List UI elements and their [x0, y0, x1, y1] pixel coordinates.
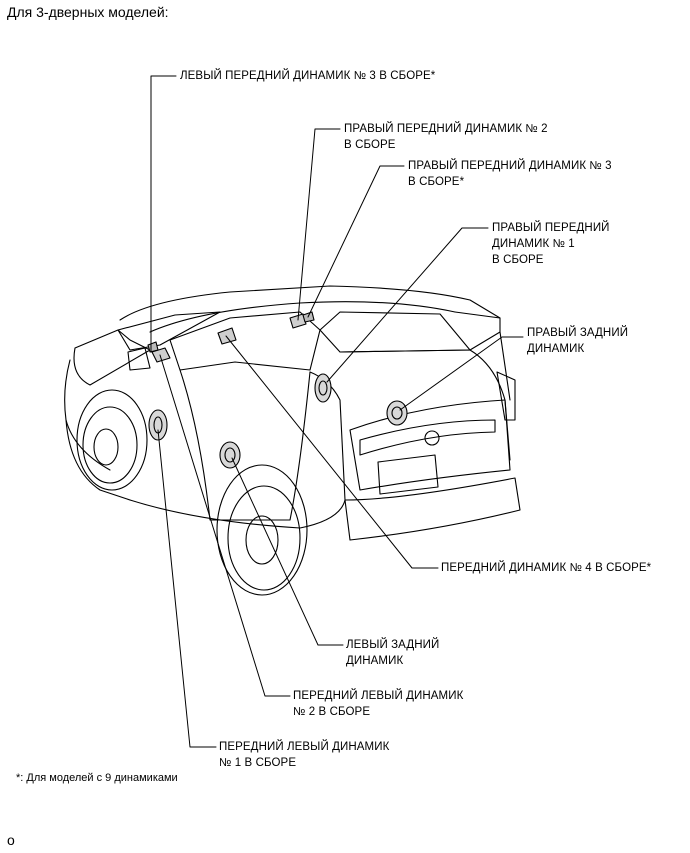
callout-line: ПЕРЕДНИЙ ДИНАМИК № 4 В СБОРЕ* — [441, 562, 652, 574]
speaker-right-front-1-cone — [318, 380, 328, 396]
speaker-front-4 — [217, 327, 237, 345]
front-bumper — [65, 419, 111, 471]
mirror — [127, 347, 151, 371]
door-line — [179, 369, 311, 521]
page-heading: Для 3-дверных моделей: — [7, 4, 169, 20]
leader-front-left-2 — [159, 354, 291, 697]
leader-right-front-1 — [326, 227, 489, 383]
callout-line: ЛЕВЫЙ ПЕРЕДНИЙ ДИНАМИК № 3 В СБОРЕ* — [180, 70, 436, 82]
rear-wheel-tire — [227, 485, 301, 591]
callout-front-4: ПЕРЕДНИЙ ДИНАМИК № 4 В СБОРЕ* — [441, 560, 651, 576]
rear-quarter — [339, 349, 511, 461]
callout-line: В СБОРЕ — [344, 139, 396, 151]
front-wheel-arch — [76, 389, 148, 491]
rear-pillar — [469, 331, 511, 401]
leader-front-left-1 — [157, 429, 217, 748]
callout-line: В СБОРЕ* — [408, 176, 465, 188]
rear-wheel-hub — [245, 515, 279, 565]
callout-line: ПРАВЫЙ ЗАДНИЙ — [527, 327, 629, 339]
callout-line: ПЕРЕДНИЙ ЛЕВЫЙ ДИНАМИК — [219, 741, 390, 753]
license-plate-recess — [377, 454, 439, 495]
callout-line: ДИНАМИК — [346, 655, 404, 667]
callout-front-left-2: ПЕРЕДНИЙ ЛЕВЫЙ ДИНАМИК № 2 В СБОРЕ — [293, 688, 463, 720]
speaker-front-left-3 — [147, 341, 159, 353]
roof-outline — [119, 285, 501, 321]
wheels — [76, 389, 308, 596]
speaker-left-rear — [219, 441, 241, 469]
rear-bumper — [344, 477, 521, 541]
callout-line: ДИНАМИК — [527, 343, 585, 355]
roof-rear-edge — [454, 311, 501, 333]
callout-line: ПЕРЕДНИЙ ЛЕВЫЙ ДИНАМИК — [293, 690, 464, 702]
speaker-front-left-1 — [148, 409, 168, 441]
callout-right-front-2: ПРАВЫЙ ПЕРЕДНИЙ ДИНАМИК № 2 В СБОРЕ — [344, 121, 548, 153]
callout-line: № 2 В СБОРЕ — [293, 706, 371, 718]
corner-mark: o — [7, 832, 15, 848]
leader-right-front-2 — [297, 128, 341, 321]
speakers — [147, 311, 408, 469]
callout-left-rear: ЛЕВЫЙ ЗАДНИЙ ДИНАМИК — [346, 637, 439, 669]
leader-right-front-3 — [307, 165, 405, 318]
leader-lines — [150, 75, 524, 748]
side-window-front — [169, 311, 321, 371]
callout-line: № 1 В СБОРЕ — [219, 757, 297, 769]
side-window-rear — [319, 311, 471, 353]
callout-line: ЛЕВЫЙ ЗАДНИЙ — [346, 639, 440, 651]
footnote: *: Для моделей с 9 динамиками — [16, 772, 178, 784]
callout-right-front-1: ПРАВЫЙ ПЕРЕДНИЙ ДИНАМИК № 1 В СБОРЕ — [492, 220, 610, 268]
leader-left-front-3 — [150, 75, 177, 353]
leader-left-rear — [231, 457, 344, 646]
speaker-right-rear — [386, 400, 408, 426]
rear-lamp — [496, 371, 516, 421]
callout-line: ПРАВЫЙ ПЕРЕДНИЙ — [492, 222, 610, 234]
callout-line: ПРАВЫЙ ПЕРЕДНИЙ ДИНАМИК № 2 — [344, 123, 548, 135]
speaker-front-left-2 — [151, 347, 171, 363]
rocker-panel — [129, 499, 301, 529]
leader-front-4 — [225, 335, 439, 569]
callout-front-left-1: ПЕРЕДНИЙ ЛЕВЫЙ ДИНАМИК № 1 В СБОРЕ — [219, 739, 389, 771]
callout-line: ДИНАМИК № 1 — [492, 238, 575, 250]
callout-line: В СБОРЕ — [492, 254, 544, 266]
front-wheel-hub — [93, 428, 119, 466]
rear-wheel-arch — [216, 464, 308, 596]
callout-right-front-3: ПРАВЫЙ ПЕРЕДНИЙ ДИНАМИК № 3 В СБОРЕ* — [408, 158, 612, 190]
speaker-right-front-1 — [314, 373, 332, 403]
vehicle-outline — [64, 285, 521, 541]
callout-left-front-3: ЛЕВЫЙ ПЕРЕДНИЙ ДИНАМИК № 3 В СБОРЕ* — [180, 68, 435, 84]
tailgate-handle — [359, 419, 496, 456]
callout-line: ПРАВЫЙ ПЕРЕДНИЙ ДИНАМИК № 3 — [408, 160, 612, 172]
speaker-right-rear-cone — [391, 406, 403, 420]
front-fender — [64, 359, 131, 501]
windshield — [117, 311, 221, 351]
front-wheel-tire — [82, 406, 138, 484]
rear-emblem — [424, 430, 440, 446]
leader-right-rear — [399, 336, 524, 411]
front-hood — [73, 329, 151, 386]
callout-right-rear: ПРАВЫЙ ЗАДНИЙ ДИНАМИК — [527, 325, 628, 357]
speaker-left-rear-cone — [224, 447, 236, 463]
